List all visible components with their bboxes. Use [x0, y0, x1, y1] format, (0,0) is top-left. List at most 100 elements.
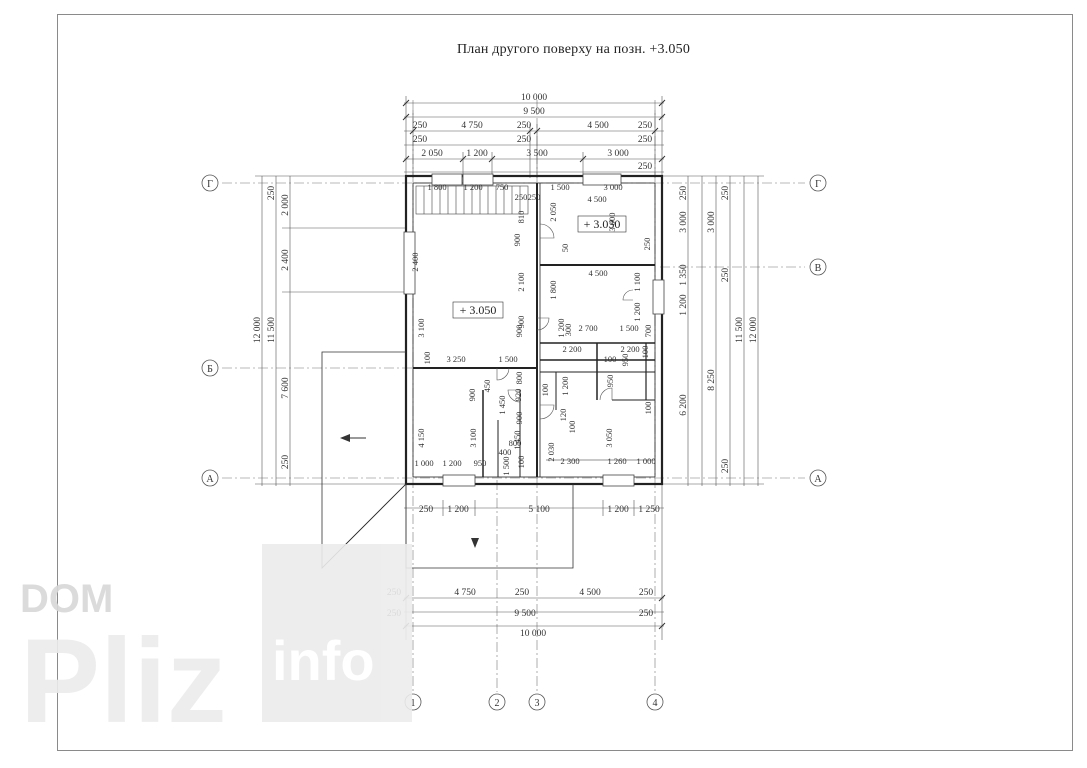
room-dim-label: 920	[513, 389, 523, 402]
room-dim-label: 250	[642, 238, 652, 251]
dim-bot-r1-4: 1 250	[638, 505, 660, 515]
room-dim-label: 450	[482, 380, 492, 393]
dim-top-r1-3: 4 500	[587, 121, 609, 131]
dim-left-inner: 11 500	[267, 317, 277, 343]
room-dim-label: 1 500	[550, 182, 569, 192]
dim-top-r2-0: 250	[413, 135, 428, 145]
room-dim-label: 2 400	[410, 252, 420, 271]
staircase	[415, 185, 529, 215]
dim-top-inner: 9 500	[523, 107, 545, 117]
window-top-3	[582, 173, 622, 186]
axis-bubble-v-right	[809, 258, 827, 276]
room-dim-label: 50	[560, 244, 570, 253]
axis-bubble-a-right	[809, 469, 827, 487]
room-dim-label: 1 500	[619, 323, 638, 333]
dim-right-inner: 11 500	[735, 317, 745, 343]
dim-right-a1: 3 000	[679, 211, 689, 233]
room-dim-label: 3 050	[604, 428, 614, 447]
room-dim-label: 1 100	[632, 272, 642, 291]
room-dim-label: 100	[422, 352, 432, 365]
window-top-1	[431, 173, 463, 186]
room-dim-label: 2 200	[562, 344, 581, 354]
axis-label-v-right: В	[815, 263, 822, 274]
top-dimensions: 10 000 9 500 250 4 750 250 4 500 250 250…	[413, 93, 653, 172]
room-dim-label: 1 000	[414, 458, 433, 468]
dim-top-r3-3: 3 000	[607, 149, 629, 159]
room-dim-label: 1 000	[636, 456, 655, 466]
axis-labels: Г Б А Г В А 1 2 3 4	[206, 179, 822, 709]
dim-bot-r1-3: 1 200	[607, 505, 629, 515]
dim-right-a2: 3 000	[707, 211, 717, 233]
drawing-title: План другого поверху на позн. +3.050	[456, 42, 691, 57]
dim-right-b2: 8 250	[707, 369, 717, 391]
room-dim-label: 100	[540, 384, 550, 397]
dim-bot-r2-3: 4 500	[579, 588, 601, 598]
dim-bot-r3-2: 250	[639, 609, 654, 619]
dim-bot-r2-4: 250	[639, 588, 654, 598]
room-dim-label: 4 500	[588, 268, 607, 278]
room-dim-label: 1 200	[442, 458, 461, 468]
window-bottom-2	[602, 474, 635, 487]
level-small: + 3.030	[584, 217, 621, 231]
dim-left-p4: 250	[281, 455, 291, 470]
room-dim-label: 3 100	[416, 318, 426, 337]
dim-left-p2: 2 400	[281, 249, 291, 271]
room-dim-label: 2 050	[548, 202, 558, 221]
dim-left-p3: 7 600	[281, 377, 291, 399]
inner-wall-line	[412, 182, 656, 478]
dim-right-a4: 1 200	[679, 294, 689, 316]
windows	[403, 173, 665, 487]
dim-top-r1-0: 250	[413, 121, 428, 131]
right-dimensions: 250 3 000 3 000 1 350 1 200 6 200 250 25…	[679, 186, 759, 474]
room-dim-label: 3 000	[603, 182, 622, 192]
room-dim-label: 1 260	[607, 456, 626, 466]
walls	[404, 174, 664, 486]
room-dim-label: 2 300	[560, 456, 579, 466]
axis-label-a-right: А	[814, 474, 822, 485]
room-dim-label: 100	[604, 354, 617, 364]
axis-bubble-g-left	[201, 174, 219, 192]
axis-label-4: 4	[653, 698, 658, 709]
room-dim-label: 800	[509, 438, 522, 448]
room-dim-label: 1 200	[463, 182, 482, 192]
room-dim-label: 300	[563, 324, 573, 337]
room-dim-label: 100	[516, 456, 526, 469]
room-dim-label: 1 450	[497, 395, 507, 414]
room-dim-label: 950	[474, 458, 487, 468]
dim-bot-r3-1: 9 500	[514, 609, 536, 619]
axis-label-b-left: Б	[207, 364, 213, 375]
window-right	[652, 279, 665, 315]
room-dim-label: 3 250	[446, 354, 465, 364]
watermark-info: info	[272, 629, 375, 692]
room-dim-label: 3 100	[468, 428, 478, 447]
dim-top-overall: 10 000	[521, 93, 547, 103]
dim-top-r2-2: 250	[638, 135, 653, 145]
level-box-main	[452, 301, 504, 319]
room-dim-label: 100	[567, 421, 577, 434]
room-dim-label: 750	[496, 182, 509, 192]
room-dim-label: 1 800	[427, 182, 446, 192]
axis-bubbles	[201, 174, 827, 711]
room-dim-label: 4 500	[587, 194, 606, 204]
axis-label-g-left: Г	[207, 179, 213, 190]
room-dim-label: 2 030	[546, 442, 556, 461]
room-dim-label: 1 450	[512, 430, 522, 449]
watermark-dom: DOM	[20, 577, 113, 621]
watermark: DOM Pliz info	[20, 544, 412, 748]
room-dim-label: 2 200	[620, 344, 639, 354]
room-dim-label: 400	[499, 447, 512, 457]
axis-label-a-left: А	[206, 474, 214, 485]
dim-left-outer: 12 000	[253, 317, 263, 343]
window-bottom-1	[442, 474, 476, 487]
left-dimensions: 12 000 11 500 250 2 000 2 400 7 600 250	[253, 186, 291, 470]
dim-right-a0: 250	[679, 186, 689, 201]
dim-top-r1-2: 250	[517, 121, 532, 131]
axis-bubble-g-right	[809, 174, 827, 192]
dim-right-b1: 250	[721, 268, 731, 283]
dim-right-b3: 250	[721, 459, 731, 474]
axis-bubble-4	[646, 693, 664, 711]
dimension-lines	[255, 96, 764, 640]
axis-label-2: 2	[495, 698, 500, 709]
door-swings	[496, 223, 634, 420]
bottom-dimensions: 250 1 200 5 100 1 200 1 250 250 4 750 25…	[387, 505, 660, 639]
